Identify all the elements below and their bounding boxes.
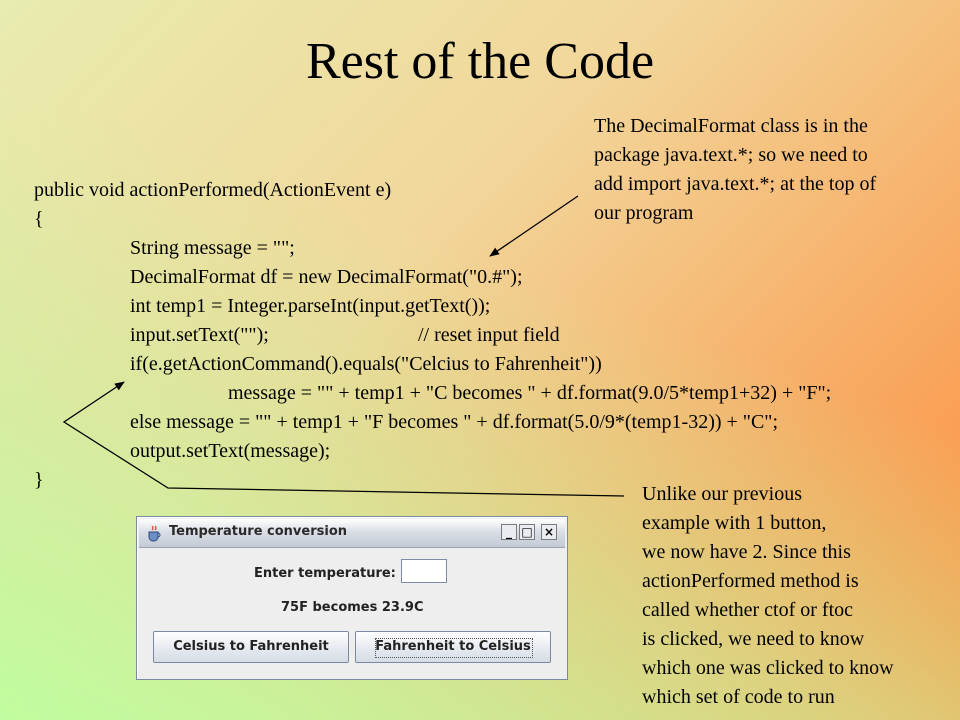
- code-line: String message = "";: [130, 237, 295, 259]
- note-two-buttons: Unlike our previous example with 1 butto…: [642, 480, 894, 712]
- close-button[interactable]: ×: [541, 524, 557, 540]
- enter-temperature-label: Enter temperature:: [254, 566, 396, 581]
- note-line: example with 1 button,: [642, 512, 827, 534]
- slide-title: Rest of the Code: [305, 33, 655, 90]
- arrow-to-if-statement: [62, 381, 625, 497]
- note-line: called whether ctof or ftoc: [642, 599, 854, 621]
- window-titlebar[interactable]: Temperature conversion _ □ ×: [139, 519, 565, 548]
- temperature-input[interactable]: [401, 559, 447, 583]
- code-line: output.setText(message);: [130, 440, 331, 462]
- code-line: DecimalFormat df = new DecimalFormat("0.…: [130, 266, 523, 288]
- code-line: {: [34, 208, 44, 230]
- maximize-button[interactable]: □: [519, 524, 535, 540]
- note-line: our program: [594, 202, 694, 224]
- code-line: int temp1 = Integer.parseInt(input.getTe…: [130, 295, 491, 317]
- note-line: actionPerformed method is: [642, 570, 859, 592]
- code-comment: // reset input field: [418, 324, 560, 346]
- note-line: we now have 2. Since this: [642, 541, 851, 563]
- java-cup-icon: [148, 525, 161, 542]
- note-decimalformat: The DecimalFormat class is in the packag…: [594, 112, 876, 228]
- arrow-to-decimalformat: [489, 195, 579, 257]
- code-line: message = "" + temp1 + "C becomes " + df…: [228, 382, 832, 404]
- temperature-window: Temperature conversion _ □ × Enter tempe…: [136, 516, 568, 680]
- celsius-to-fahrenheit-button[interactable]: Celsius to Fahrenheit: [153, 631, 349, 663]
- minimize-icon: _: [506, 525, 512, 539]
- note-line: which one was clicked to know: [642, 657, 894, 679]
- close-icon: ×: [543, 525, 555, 539]
- result-label: 75F becomes 23.9C: [281, 600, 424, 615]
- code-line: }: [34, 469, 44, 491]
- window-title: Temperature conversion: [169, 524, 348, 539]
- minimize-button[interactable]: _: [501, 524, 517, 540]
- code-line: else message = "" + temp1 + "F becomes "…: [130, 411, 779, 433]
- note-line: add import java.text.*; at the top of: [594, 173, 877, 195]
- note-line: Unlike our previous: [642, 483, 802, 505]
- code-line: public void actionPerformed(ActionEvent …: [34, 179, 392, 201]
- maximize-icon: □: [521, 525, 533, 539]
- note-line: which set of code to run: [642, 686, 835, 708]
- fahrenheit-to-celsius-button[interactable]: Fahrenheit to Celsius: [355, 631, 551, 663]
- note-line: is clicked, we need to know: [642, 628, 865, 650]
- note-line: The DecimalFormat class is in the: [594, 115, 868, 137]
- note-line: package java.text.*; so we need to: [594, 144, 868, 166]
- code-line: if(e.getActionCommand().equals("Celcius …: [130, 353, 602, 375]
- code-line: input.setText("");: [130, 324, 269, 346]
